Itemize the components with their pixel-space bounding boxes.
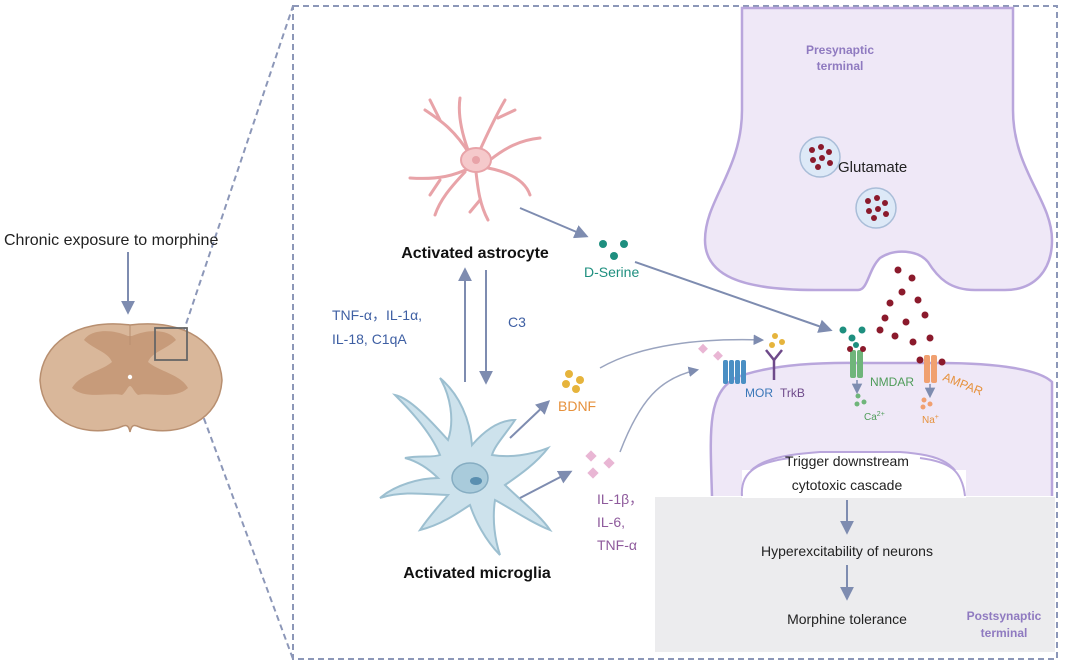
- arrow-astrocyte-to-dserine: [519, 207, 589, 239]
- microglia-label: Activated microglia: [403, 565, 551, 582]
- cytokines-mg-line2: IL-6,: [597, 514, 625, 530]
- tolerance-label: Morphine tolerance: [787, 611, 907, 627]
- sodium-label: Na+: [922, 414, 939, 426]
- exposure-label: Chronic exposure to morphine: [4, 232, 218, 249]
- dserine-molecules: [599, 240, 628, 260]
- postsynaptic-label-2: terminal: [981, 626, 1028, 640]
- cytokines-mg-line1: IL-1β，: [597, 491, 643, 507]
- microglia-nucleus: [451, 462, 489, 494]
- zoom-square: [154, 327, 188, 361]
- vesicle-1: [799, 136, 841, 178]
- vesicle-2: [855, 187, 897, 229]
- arrow-cytokines-to-mor: [619, 366, 700, 453]
- arrow-dserine-to-nmdar: [634, 261, 833, 333]
- dserine-label: D-Serine: [584, 264, 639, 280]
- postsynaptic-cleft-fill: [742, 470, 966, 498]
- astrocyte-label: Activated astrocyte: [401, 245, 549, 262]
- cytokines-mg-line3: TNF-α: [597, 537, 637, 553]
- zoom-frame: [292, 5, 1058, 660]
- trkb-receptor: [765, 349, 783, 380]
- cytokines-near-mor: [698, 343, 723, 361]
- arrow-bdnf-to-trkb: [599, 334, 765, 369]
- arrow-microglia-to-bdnf: [509, 400, 551, 439]
- released-glutamate: [876, 266, 934, 346]
- glutamate-label: Glutamate: [838, 159, 907, 176]
- mor-label: MOR: [745, 386, 773, 400]
- calcium-ions: [854, 393, 867, 407]
- dserine-near-nmdar: [839, 326, 866, 342]
- astrocyte-nucleus: [472, 156, 480, 164]
- zoom-line-top: [182, 5, 294, 334]
- mor-receptor: [723, 360, 746, 384]
- trkb-label: TrkB: [780, 386, 805, 400]
- postsynaptic-cleft-edge: [740, 457, 966, 497]
- presynaptic-label-2: terminal: [817, 59, 864, 73]
- cytokines-left-line2: IL-18, C1qA: [332, 331, 407, 347]
- bdnf-near-trkb: [769, 333, 785, 348]
- cascade-line1: Trigger downstream: [785, 453, 909, 469]
- hyper-label: Hyperexcitability of neurons: [761, 543, 933, 559]
- bdnf-label: BDNF: [558, 398, 596, 414]
- ampar-receptor: [916, 355, 946, 383]
- astrocyte-cell: [408, 96, 542, 222]
- calcium-label: Ca2+: [864, 411, 885, 423]
- cytokines-left-line1: TNF-α，IL-1α,: [332, 307, 422, 323]
- spinal-cord: [39, 323, 223, 433]
- c3-label: C3: [508, 314, 526, 330]
- sodium-ions: [920, 397, 933, 410]
- postsynaptic-label-1: Postsynaptic: [967, 609, 1042, 623]
- presynaptic-terminal: [703, 6, 1054, 292]
- cytokine-molecules: [585, 450, 615, 479]
- nmdar-label: NMDAR: [870, 375, 914, 389]
- arrow-microglia-to-cytokines: [519, 470, 573, 499]
- microglia-nucleolus: [470, 477, 482, 485]
- nmdar-receptor: [847, 342, 866, 378]
- cascade-line2: cytotoxic cascade: [792, 477, 903, 493]
- bdnf-molecules: [562, 370, 584, 393]
- presynaptic-label-1: Presynaptic: [806, 43, 874, 57]
- postsynaptic-background: [655, 497, 1055, 652]
